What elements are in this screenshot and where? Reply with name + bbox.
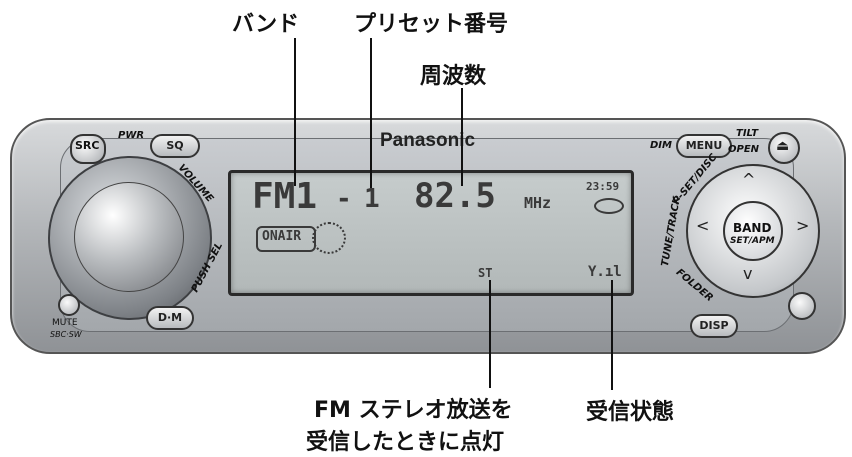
- lcd-signal-indicator: Y.ıl: [588, 264, 622, 280]
- sbc-sw-label: SBC·SW: [50, 330, 82, 339]
- callout-reception: 受信状態: [586, 400, 675, 425]
- leader-stereo: [489, 280, 491, 388]
- mute-label: MUTE: [52, 318, 78, 328]
- home-button[interactable]: [788, 292, 816, 320]
- broadcast-wave-icon: [312, 222, 346, 254]
- eject-icon: ⏏: [776, 138, 790, 154]
- right-arrow-icon[interactable]: >: [796, 216, 810, 235]
- set-apm-label: SET/APM: [730, 236, 775, 246]
- brand-logo: Panasonic: [380, 130, 476, 151]
- dm-button[interactable]: D·M: [146, 306, 194, 330]
- leader-band: [294, 38, 296, 186]
- up-arrow-icon[interactable]: ^: [742, 170, 756, 189]
- mute-button[interactable]: [58, 294, 80, 316]
- lcd-dash: -: [336, 184, 352, 214]
- disc-icon: [594, 198, 624, 214]
- band-button[interactable]: [723, 201, 783, 261]
- callout-preset: プリセット番号: [354, 12, 509, 37]
- leader-preset: [370, 38, 372, 188]
- eject-button[interactable]: [768, 132, 800, 164]
- src-label: SRC: [75, 139, 100, 152]
- left-arrow-icon[interactable]: <: [696, 216, 710, 235]
- lcd-on-air: ONAIR: [262, 229, 302, 244]
- leader-frequency: [461, 88, 463, 186]
- sq-button[interactable]: SQ: [150, 134, 200, 158]
- callout-band: バンド: [232, 12, 300, 37]
- src-button[interactable]: [70, 134, 106, 164]
- menu-button[interactable]: MENU: [676, 134, 732, 158]
- callout-stereo-line2: 受信したときに点灯: [306, 430, 505, 455]
- pwr-label: PWR: [118, 130, 145, 141]
- lcd-preset: 1: [364, 184, 380, 214]
- lcd-clock: 23:59: [586, 180, 620, 193]
- volume-knob[interactable]: [74, 182, 184, 292]
- lcd-frequency: 82.5: [414, 176, 496, 216]
- dim-label: DIM: [650, 140, 672, 151]
- band-button-label: BAND: [733, 221, 772, 235]
- callout-frequency: 周波数: [420, 64, 487, 89]
- lcd-band: FM1: [252, 176, 318, 217]
- down-arrow-icon[interactable]: v: [743, 264, 753, 283]
- lcd-display: [228, 170, 634, 296]
- lcd-st-indicator: ST: [478, 266, 493, 280]
- leader-reception: [611, 280, 613, 390]
- lcd-unit: MHz: [524, 194, 552, 212]
- tilt-label: TILT: [736, 128, 759, 139]
- open-label: OPEN: [728, 144, 760, 155]
- disp-button[interactable]: DISP: [690, 314, 738, 338]
- callout-stereo-line1: FM ステレオ放送を: [314, 398, 513, 423]
